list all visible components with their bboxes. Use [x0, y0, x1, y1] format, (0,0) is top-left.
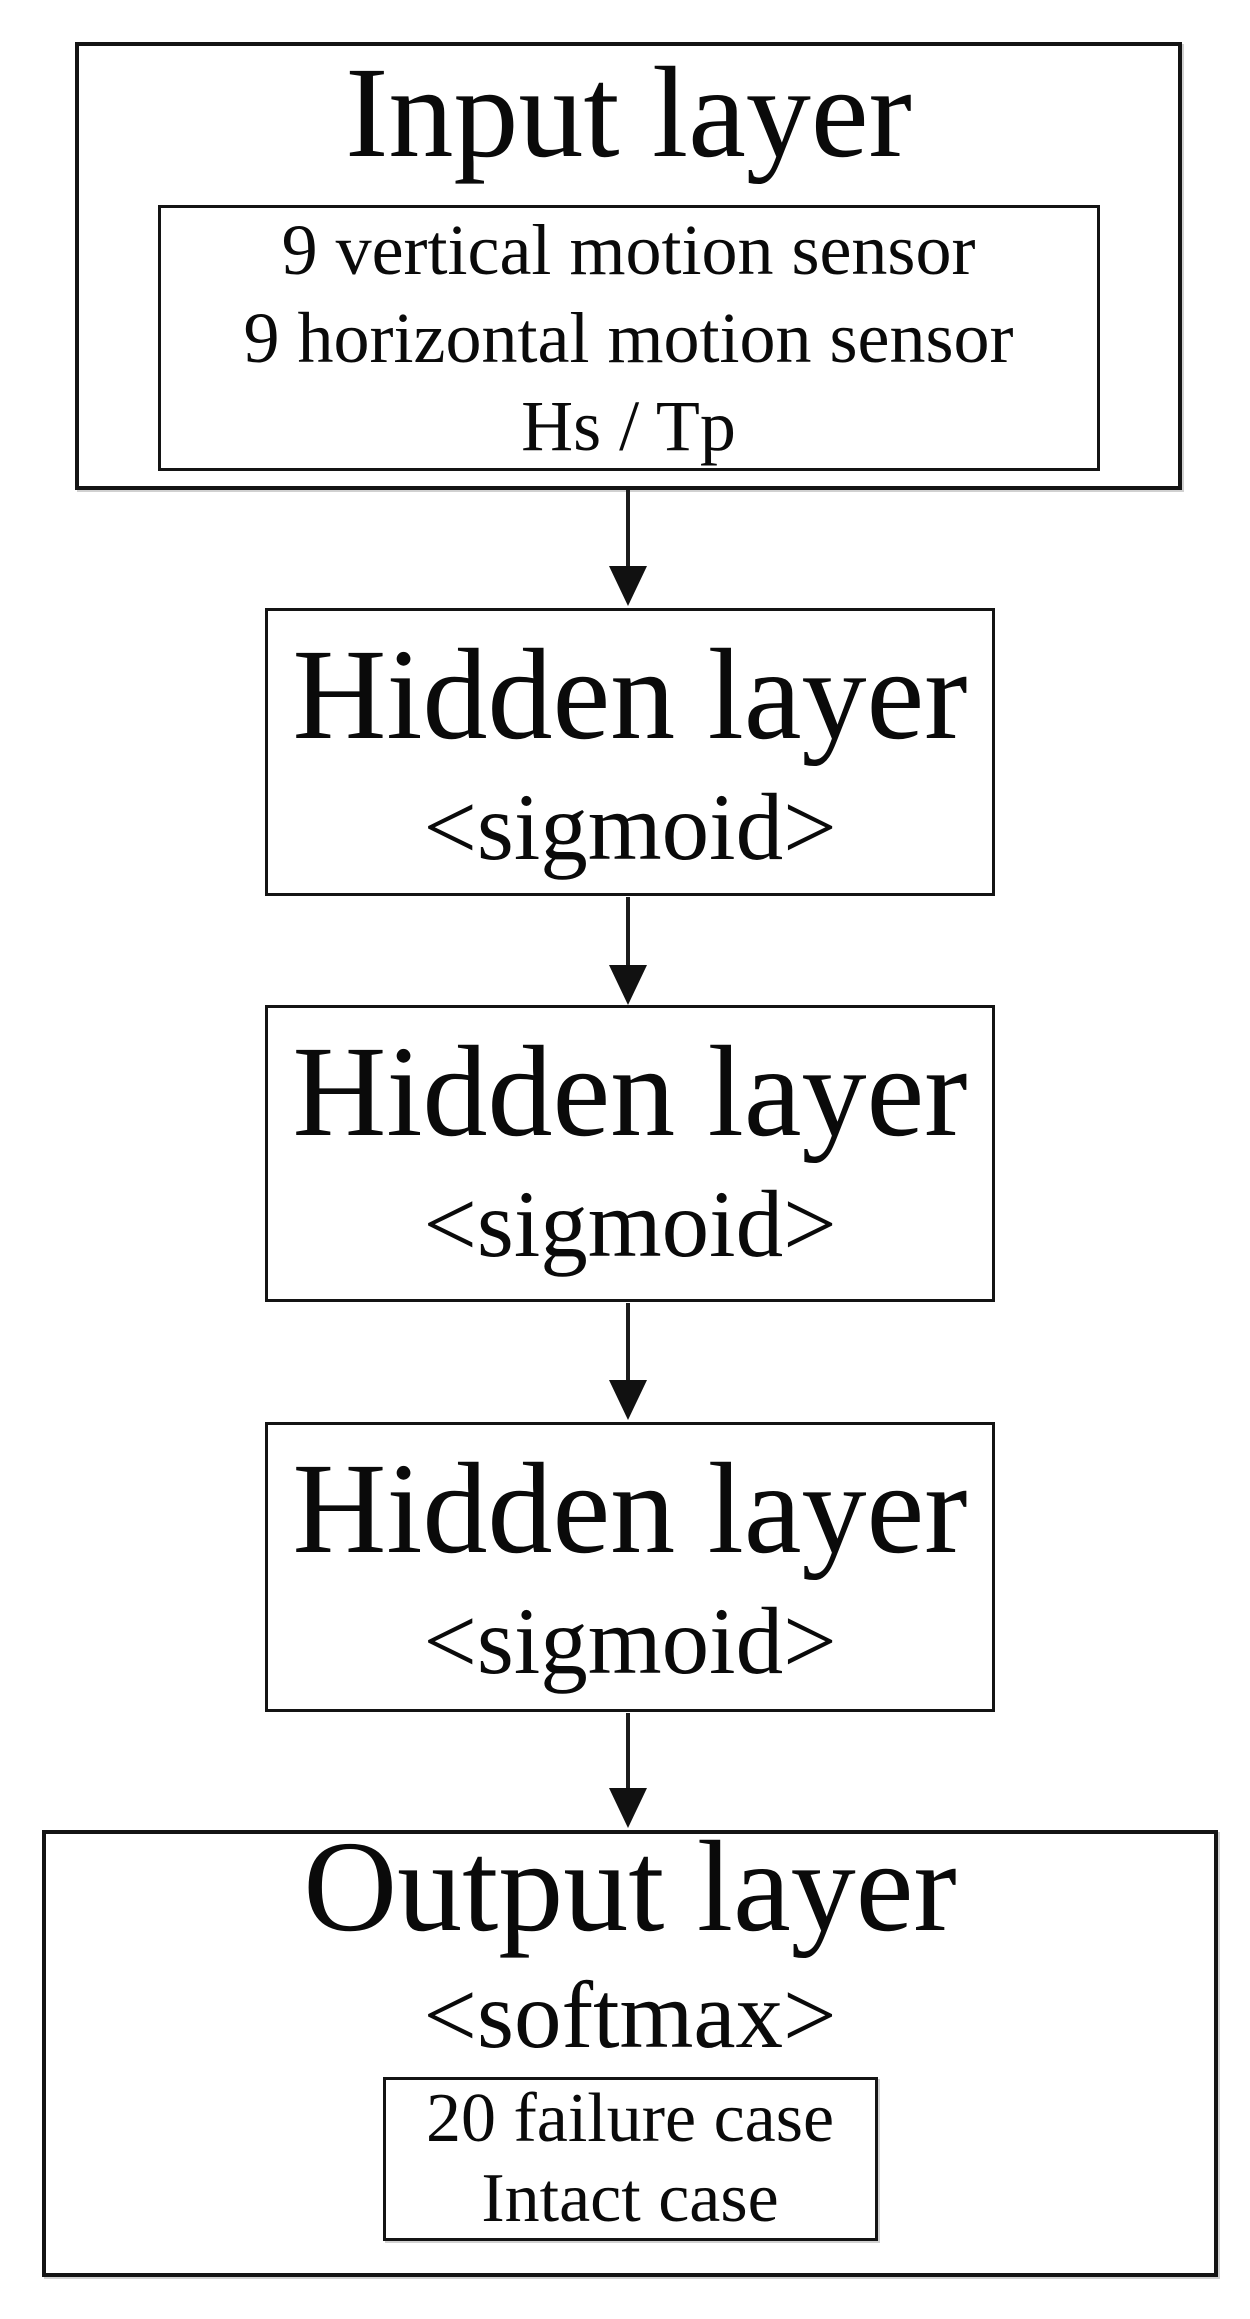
output-layer-activation: <softmax> — [423, 1962, 837, 2068]
hidden-layer-1-activation: <sigmoid> — [423, 774, 837, 880]
input-item-horizontal-sensor: 9 horizontal motion sensor — [243, 298, 1014, 378]
flow-arrow-hidden3-to-output — [626, 1713, 630, 1788]
hidden-layer-1-title: Hidden layer — [292, 623, 968, 767]
input-layer-title: Input layer — [345, 41, 912, 185]
output-layer-box: Output layer <softmax> 20 failure case I… — [42, 1822, 1218, 2277]
hidden-layer-2-box: Hidden layer <sigmoid> — [265, 1005, 995, 1302]
output-layer-title: Output layer — [303, 1815, 957, 1959]
input-item-vertical-sensor: 9 vertical motion sensor — [281, 210, 976, 290]
hidden-layer-3-title: Hidden layer — [292, 1437, 968, 1581]
flow-arrow-hidden1-to-hidden2 — [626, 897, 630, 965]
output-item-failure-case: 20 failure case — [425, 2080, 835, 2157]
input-sensor-list-box: 9 vertical motion sensor 9 horizontal mo… — [157, 205, 1100, 471]
hidden-layer-2-activation: <sigmoid> — [423, 1171, 837, 1277]
input-layer-box: Input layer 9 vertical motion sensor 9 h… — [75, 42, 1182, 490]
hidden-layer-2-title: Hidden layer — [292, 1020, 968, 1164]
flow-arrow-hidden2-to-hidden3 — [626, 1303, 630, 1380]
hidden-layer-3-activation: <sigmoid> — [423, 1588, 837, 1694]
hidden-layer-1-box: Hidden layer <sigmoid> — [265, 608, 995, 896]
output-case-list-box: 20 failure case Intact case — [382, 2077, 878, 2241]
output-item-intact-case: Intact case — [481, 2160, 779, 2237]
hidden-layer-3-box: Hidden layer <sigmoid> — [265, 1422, 995, 1712]
input-item-hs-tp: Hs / Tp — [521, 386, 736, 466]
flow-arrow-input-to-hidden1 — [626, 490, 630, 566]
